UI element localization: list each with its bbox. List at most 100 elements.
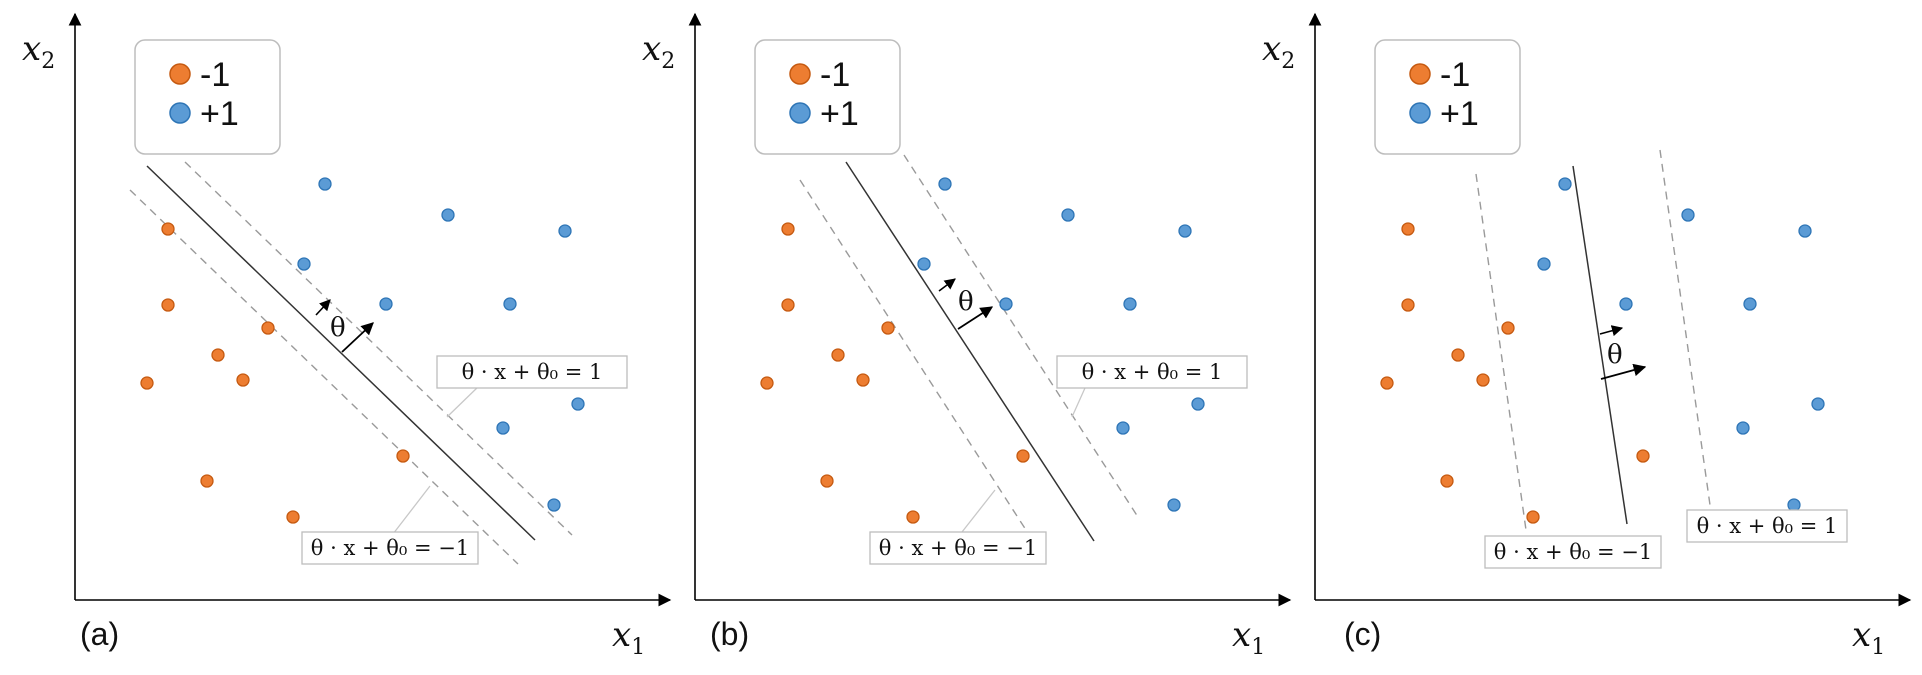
point-negative <box>1526 510 1540 524</box>
y-axis-title: x2 <box>642 29 675 74</box>
point-positive <box>1178 224 1192 238</box>
point-negative <box>1440 474 1454 488</box>
panel-b: x2 x1 (b) -1 +1 θ <box>642 12 1292 660</box>
point-positive <box>999 297 1013 311</box>
point-negative <box>856 373 870 387</box>
x-axis-title: x1 <box>1232 615 1265 660</box>
point-negative <box>881 321 895 335</box>
point-positive <box>1123 297 1137 311</box>
point-positive <box>1811 397 1825 411</box>
decision-boundary <box>146 165 536 541</box>
point-positive <box>571 397 585 411</box>
data-points <box>140 177 585 524</box>
decision-boundary <box>1572 165 1628 525</box>
negative-margin-line <box>1475 173 1527 531</box>
point-positive <box>1681 208 1695 222</box>
axes: x2 x1 <box>1262 12 1912 660</box>
panel-a: x2 x1 (a) -1 +1 θ <box>22 12 672 660</box>
equation-box-negative <box>301 531 479 565</box>
legend: -1 +1 <box>134 39 281 155</box>
panel-label: (c) <box>1344 616 1381 652</box>
theta-overarrow <box>315 299 331 316</box>
point-positive <box>1787 498 1801 512</box>
legend-label-positive: +1 <box>1440 95 1479 133</box>
data-points <box>1380 177 1825 524</box>
point-negative <box>261 321 275 335</box>
equation-negative-margin: θ · x + θ₀ = −1 <box>879 536 1037 560</box>
leader-line <box>961 489 996 533</box>
legend-marker-negative <box>169 63 191 85</box>
equation-callouts: θ · x + θ₀ = 1 θ · x + θ₀ = −1 <box>301 355 628 565</box>
point-positive <box>1558 177 1572 191</box>
point-negative <box>1451 348 1465 362</box>
equation-box-positive <box>1056 355 1248 389</box>
theta-label: θ <box>330 313 346 343</box>
legend-marker-positive <box>1409 102 1431 124</box>
theta-arrow <box>1600 363 1647 380</box>
leader-line <box>446 384 481 418</box>
theta-label: θ <box>958 287 974 317</box>
equation-box-negative <box>869 531 1047 565</box>
point-negative <box>1501 321 1515 335</box>
point-positive <box>503 297 517 311</box>
legend-label-negative: -1 <box>200 56 230 94</box>
panel-label: (a) <box>80 616 119 652</box>
x-axis-title: x1 <box>1852 615 1885 660</box>
legend-label-positive: +1 <box>820 95 859 133</box>
axes: x2 x1 <box>642 12 1292 660</box>
panel-label: (b) <box>710 616 749 652</box>
point-positive <box>1116 421 1130 435</box>
point-positive <box>1736 421 1750 435</box>
point-negative <box>831 348 845 362</box>
point-positive <box>1798 224 1812 238</box>
point-positive <box>1743 297 1757 311</box>
theta-vector: θ <box>315 299 374 353</box>
point-positive <box>1061 208 1075 222</box>
legend: -1 +1 <box>1374 39 1521 155</box>
point-negative <box>236 373 250 387</box>
legend: -1 +1 <box>754 39 901 155</box>
equation-positive-margin: θ · x + θ₀ = 1 <box>462 360 603 384</box>
equation-box-positive <box>436 355 628 389</box>
point-positive <box>318 177 332 191</box>
legend-marker-positive <box>789 102 811 124</box>
point-negative <box>140 376 154 390</box>
panel-c: x2 x1 (c) -1 +1 θ <box>1262 12 1912 660</box>
equation-box-negative <box>1484 535 1662 569</box>
point-negative <box>1016 449 1030 463</box>
theta-overarrow <box>1599 325 1624 337</box>
y-axis-title: x2 <box>22 29 55 74</box>
theta-vector: θ <box>938 278 994 330</box>
legend-label-positive: +1 <box>200 95 239 133</box>
margin-lines <box>1475 149 1711 531</box>
equation-positive-margin: θ · x + θ₀ = 1 <box>1082 360 1223 384</box>
margin-lines <box>799 154 1139 542</box>
point-negative <box>1401 298 1415 312</box>
point-positive <box>1191 397 1205 411</box>
leader-line <box>392 485 431 535</box>
y-axis-title: x2 <box>1262 29 1295 74</box>
legend-marker-positive <box>169 102 191 124</box>
point-positive <box>1537 257 1551 271</box>
data-points <box>760 177 1205 524</box>
legend-label-negative: -1 <box>820 56 850 94</box>
point-negative <box>161 298 175 312</box>
x-axis-title: x1 <box>612 615 645 660</box>
theta-overarrow <box>938 278 956 292</box>
theta-vector: θ <box>1599 325 1647 380</box>
equation-box-positive <box>1686 509 1848 543</box>
positive-margin-line <box>184 161 573 536</box>
point-positive <box>917 257 931 271</box>
point-negative <box>1401 222 1415 236</box>
positive-margin-line <box>1659 149 1711 506</box>
leader-line <box>1071 387 1086 418</box>
legend-marker-negative <box>1409 63 1431 85</box>
point-positive <box>1619 297 1633 311</box>
legend-marker-negative <box>789 63 811 85</box>
point-negative <box>161 222 175 236</box>
point-positive <box>297 257 311 271</box>
equation-negative-margin: θ · x + θ₀ = −1 <box>1494 540 1652 564</box>
point-positive <box>379 297 393 311</box>
equation-callouts: θ · x + θ₀ = 1 θ · x + θ₀ = −1 <box>869 355 1248 565</box>
